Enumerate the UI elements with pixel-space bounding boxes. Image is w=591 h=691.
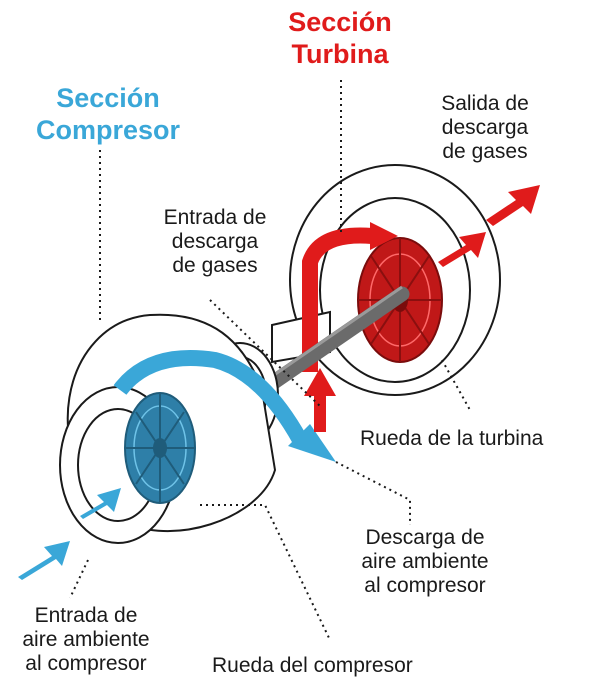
turbine-section-title: Sección Turbina xyxy=(288,7,392,69)
turbine-inlet-flow-head xyxy=(370,222,398,250)
compressor-section-title: Sección Compresor xyxy=(35,83,181,145)
air-inlet-arrows xyxy=(18,488,121,580)
turbine-wheel-label: Rueda de la turbina xyxy=(360,427,544,450)
gas-inlet-arrow xyxy=(304,368,336,432)
compressor-wheel-label: Rueda del compresor xyxy=(212,654,413,677)
gas-inlet-label: Entrada de descarga de gases xyxy=(163,206,267,277)
turbine-inlet-flow xyxy=(302,227,373,372)
air-inlet-label: Entrada de aire ambiente al compresor xyxy=(22,604,150,675)
compressor-discharge-flow xyxy=(113,350,307,444)
leader-lines xyxy=(69,80,471,641)
compressor-wheel xyxy=(124,392,196,504)
gas-outlet-label: Salida de descarga de gases xyxy=(441,92,529,163)
compressor-discharge-flow-head xyxy=(288,424,336,462)
gas-outlet-arrows xyxy=(438,185,540,267)
air-discharge-label: Descarga de aire ambiente al compresor xyxy=(361,526,489,597)
